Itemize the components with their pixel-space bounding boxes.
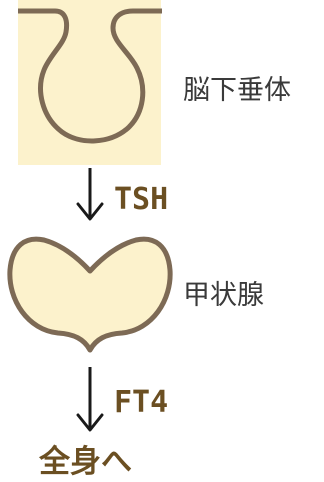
thyroid-label: 甲状腺 [183,280,264,311]
tsh-label: TSH [114,182,168,217]
pituitary-label: 脳下垂体 [183,75,291,106]
pituitary-gland [18,0,162,165]
thyroid-gland [10,239,170,350]
target-label: 全身へ [38,444,132,480]
arrow-pituitary-to-thyroid [78,168,102,219]
arrow-thyroid-to-body [78,367,102,430]
ft4-label: FT4 [114,385,168,420]
